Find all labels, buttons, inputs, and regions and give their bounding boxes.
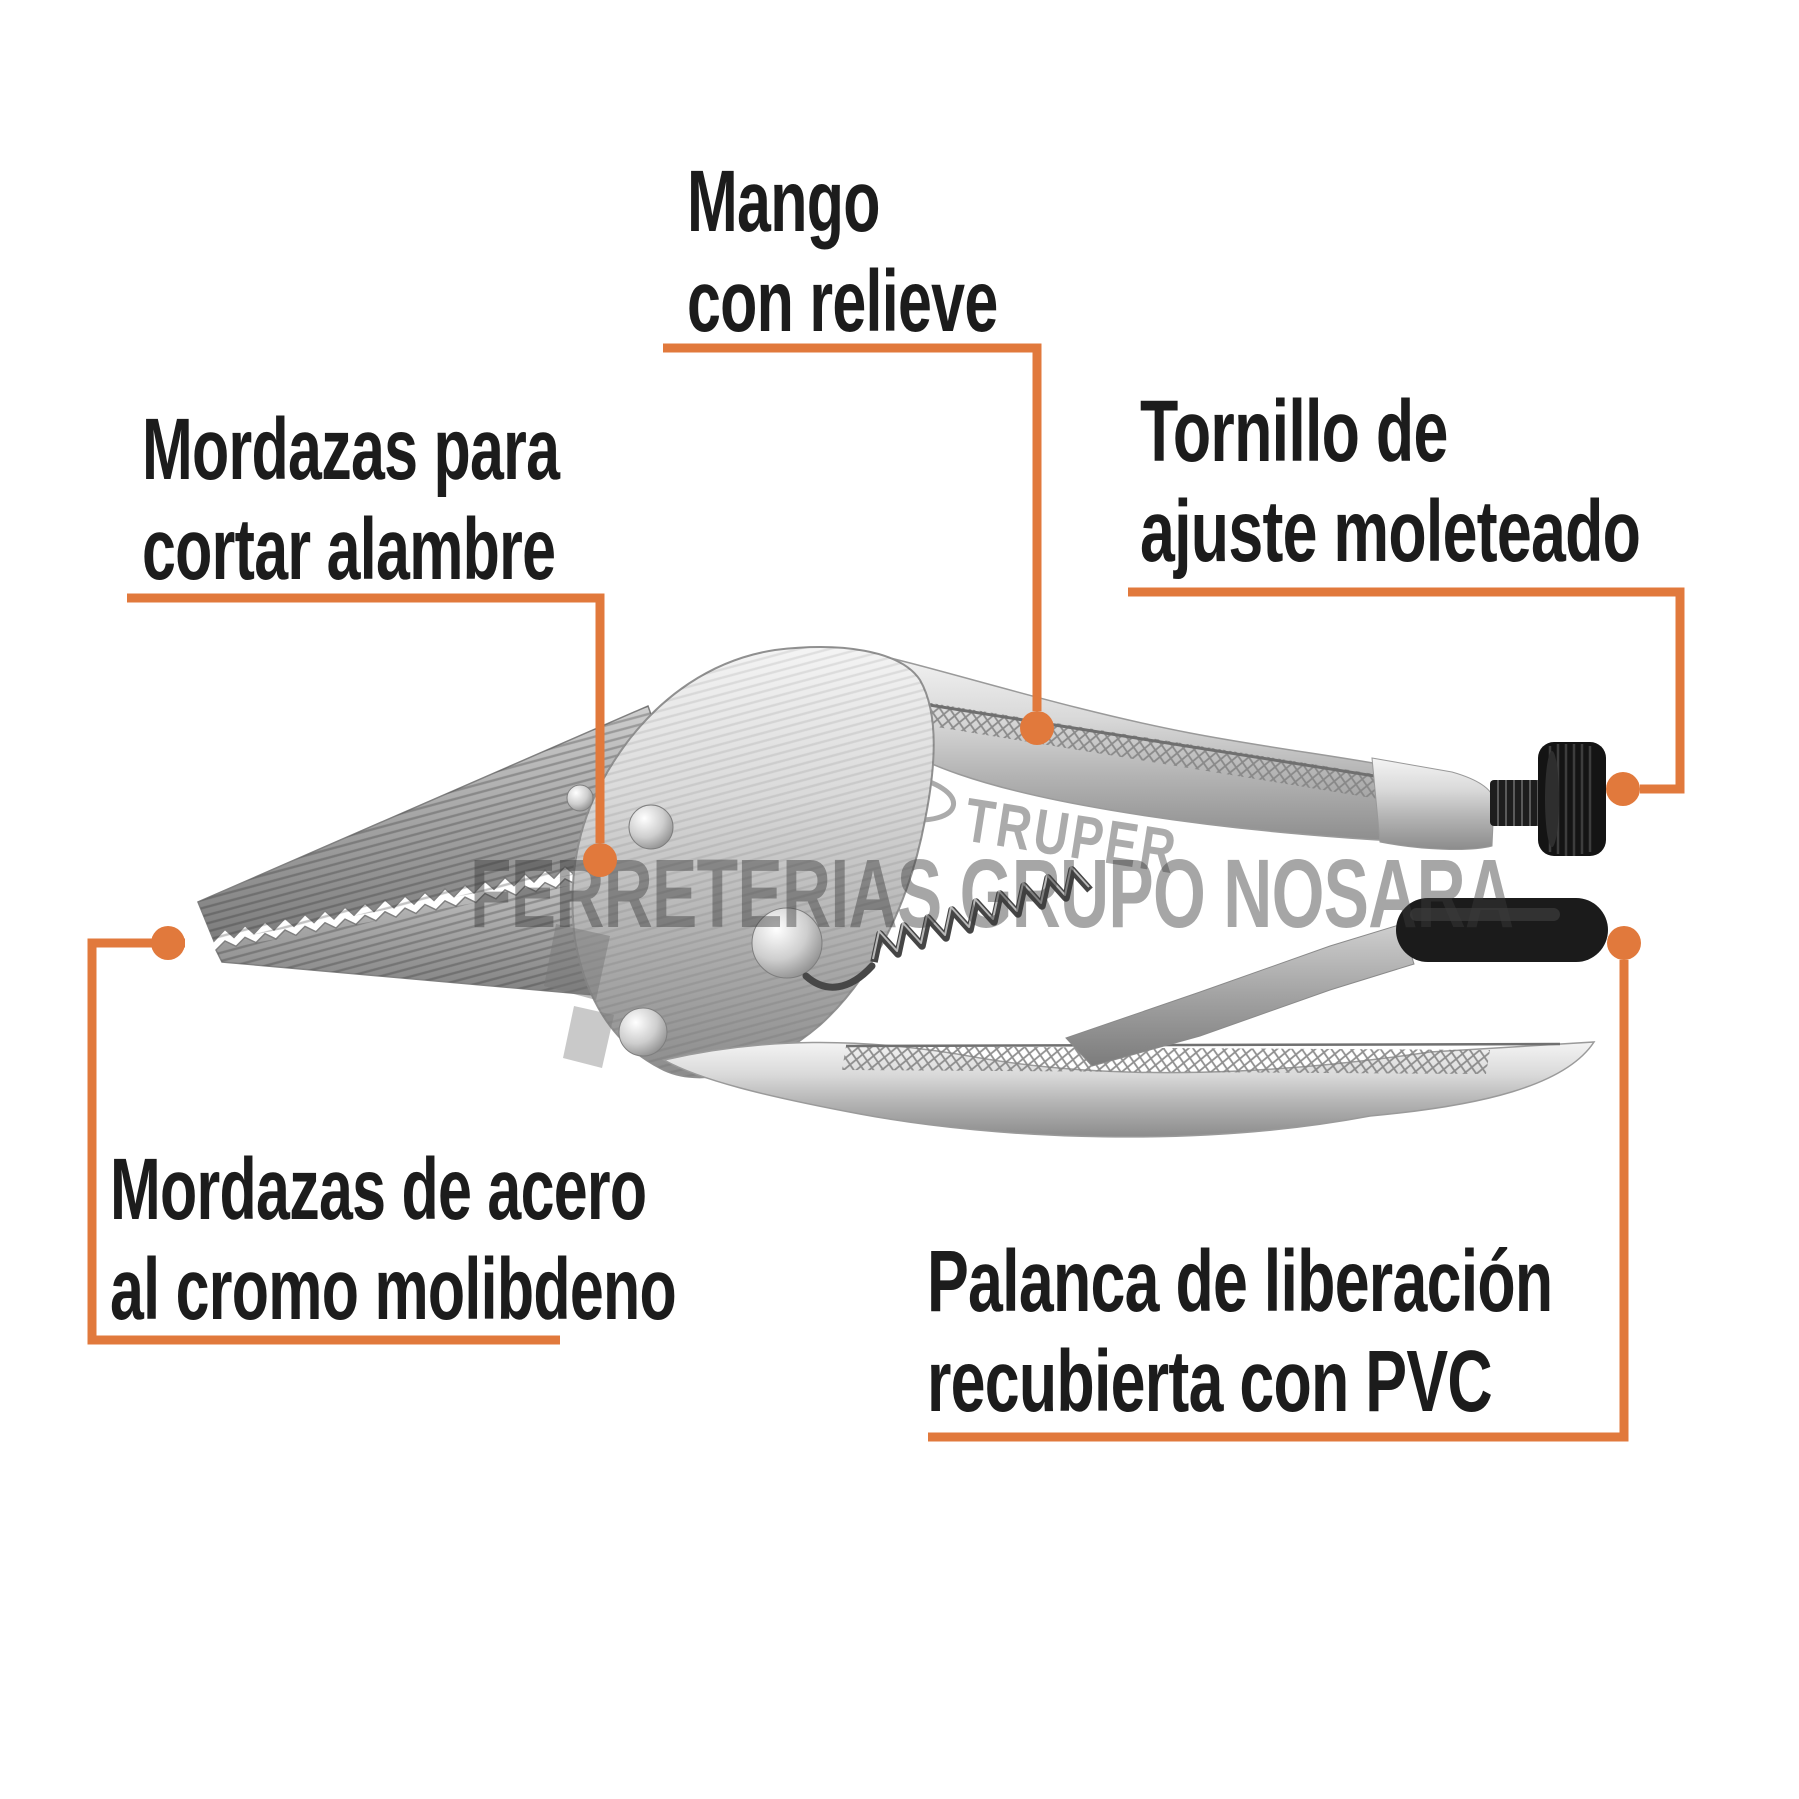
label-line: con relieve [687, 253, 998, 350]
label-line: cortar alambre [142, 501, 556, 598]
callout-dot-mordazas-acero [151, 926, 185, 960]
lower-handle [661, 1041, 1596, 1138]
label-mordazas-acero-cromo: Mordazas de acero al cromo molibdeno [110, 1140, 677, 1340]
label-mordazas-cortar-alambre: Mordazas para cortar alambre [142, 400, 560, 600]
label-line: Mordazas de acero [110, 1141, 647, 1238]
stamp-mark [563, 1006, 614, 1068]
label-line: recubierta con PVC [927, 1333, 1493, 1430]
label-line: Mordazas para [142, 401, 560, 498]
callout-dot-tornillo [1606, 772, 1640, 806]
handle-end-cap [1371, 757, 1495, 850]
callout-line-mango [663, 343, 1042, 711]
label-line: Tornillo de [1140, 383, 1448, 480]
label-line: Palanca de liberación [927, 1233, 1553, 1330]
rivet [566, 784, 594, 812]
release-lever [1065, 898, 1608, 1067]
label-mango-con-relieve: Mango con relieve [687, 152, 998, 352]
pivot-rivet [751, 907, 823, 979]
label-tornillo-ajuste: Tornillo de ajuste moleteado [1140, 382, 1641, 582]
stamp-mark [544, 924, 610, 1000]
handle-knurl-band [842, 1046, 1490, 1074]
label-line: ajuste moleteado [1140, 483, 1641, 580]
rivet [628, 804, 674, 850]
callout-line-mordazas-cortar [127, 593, 605, 843]
callout-line-tornillo [1128, 587, 1685, 794]
pivot-head [544, 646, 935, 1079]
spring [802, 866, 1093, 991]
callout-dot-mordazas-cortar [583, 843, 617, 877]
callout-dot-mango [1020, 711, 1054, 745]
label-line: al cromo molibdeno [110, 1241, 677, 1338]
label-line: Mango [687, 153, 880, 250]
callout-line-palanca [928, 960, 1629, 1442]
label-palanca-liberacion: Palanca de liberación recubierta con PVC [927, 1232, 1553, 1432]
callout-line-mordazas-acero [87, 938, 560, 1345]
release-lever-arm [1065, 923, 1415, 1067]
adjusting-screw [1371, 742, 1606, 856]
callout-dot-palanca [1607, 926, 1641, 960]
rivet [618, 1007, 668, 1057]
